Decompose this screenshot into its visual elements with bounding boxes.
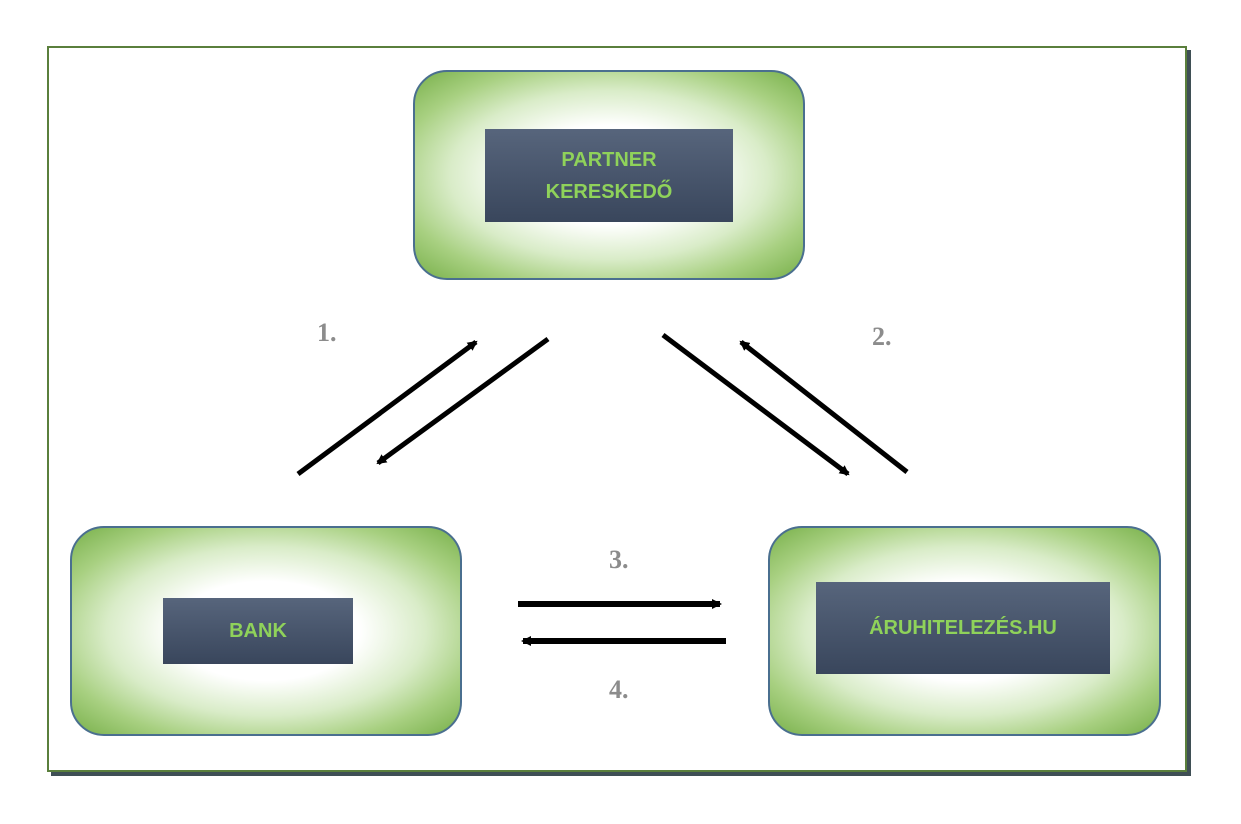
step-1-label: 1.	[317, 318, 337, 347]
arrow-partner-to-aruhitel	[661, 333, 850, 476]
arrow-aruhitel-to-partner	[739, 340, 909, 474]
step-2-label: 2.	[872, 322, 892, 351]
partner-merchant-label: PARTNER KERESKEDŐ	[485, 129, 733, 222]
bank-label: BANK	[163, 598, 353, 664]
step-4-label: 4.	[609, 675, 629, 704]
arrow-bank-to-partner	[296, 339, 478, 477]
step-3-label: 3.	[609, 545, 629, 574]
aruhitelezes-label: ÁRUHITELEZÉS.HU	[816, 582, 1110, 674]
arrow-partner-to-bank	[376, 336, 550, 466]
